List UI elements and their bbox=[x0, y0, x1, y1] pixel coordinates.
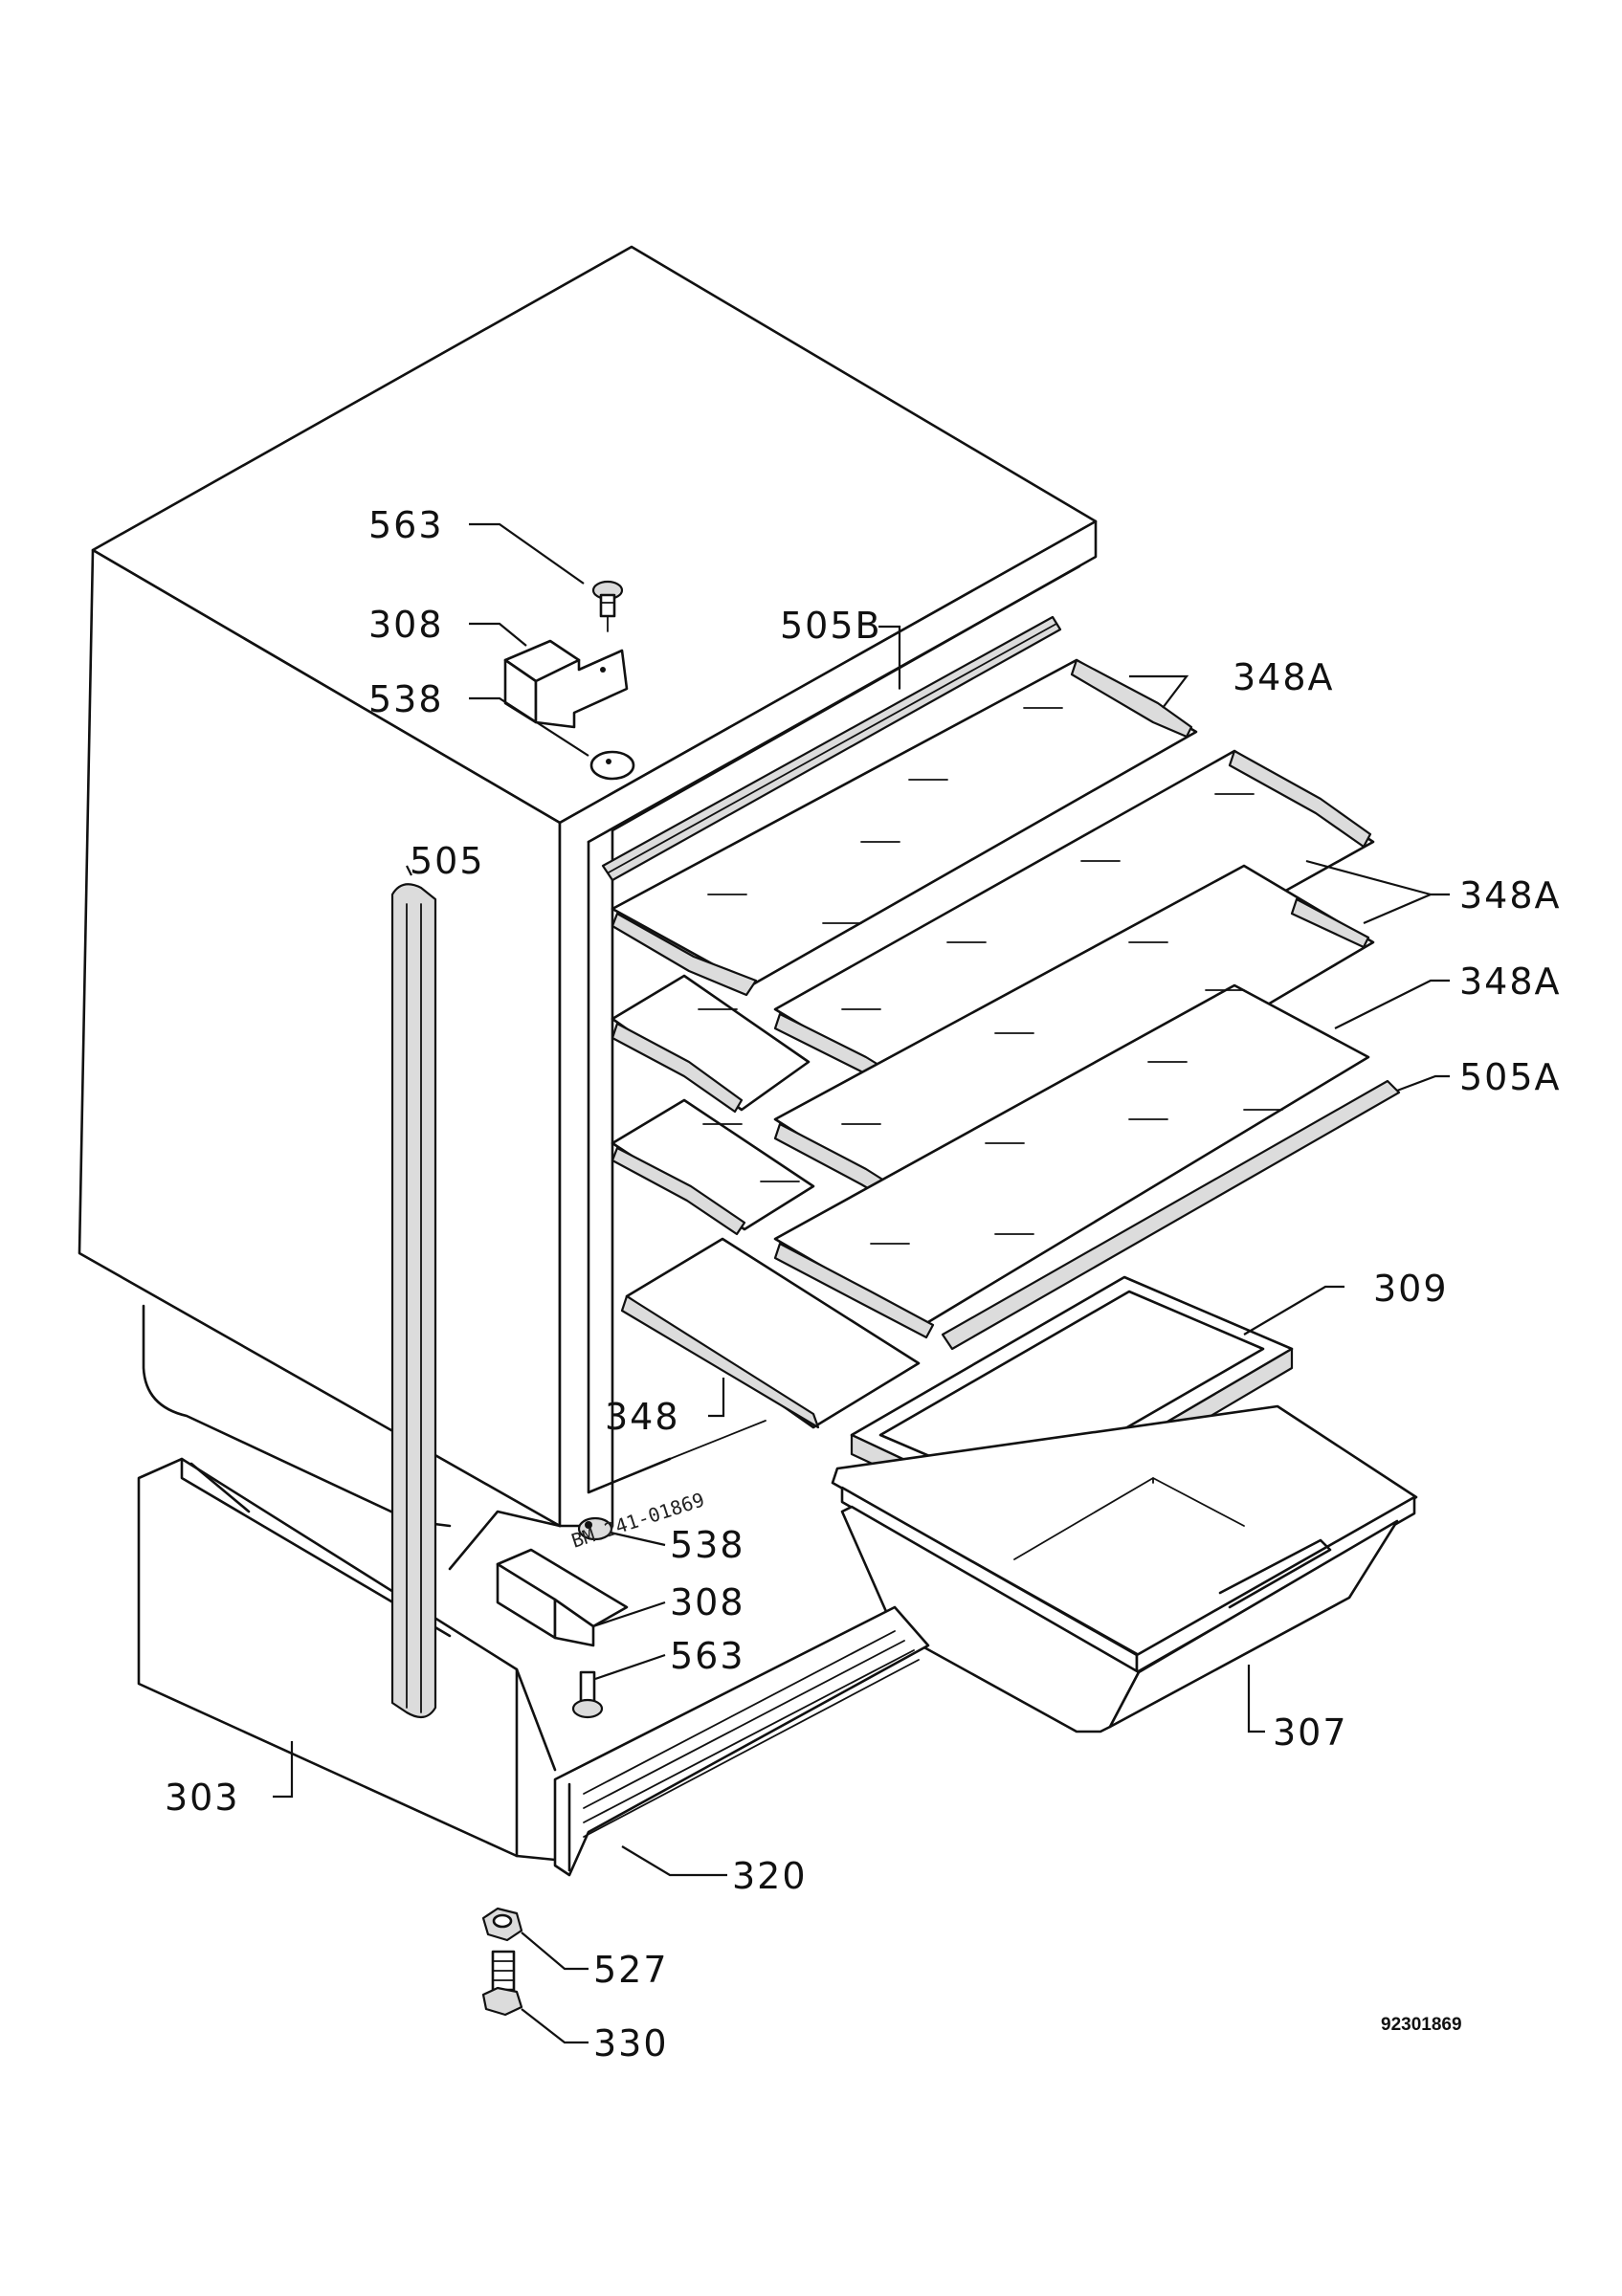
bushing-top bbox=[589, 750, 635, 781]
glass-shelves bbox=[611, 658, 1401, 1429]
screw-bottom bbox=[571, 1670, 604, 1719]
label-307: 307 bbox=[1273, 1711, 1348, 1754]
label-330: 330 bbox=[593, 2022, 669, 2064]
bushing-bottom bbox=[577, 1516, 613, 1541]
label-348: 348 bbox=[605, 1396, 680, 1438]
leader-lines bbox=[273, 522, 1450, 2044]
label-348a-2: 348A bbox=[1459, 874, 1562, 916]
hinge-top bbox=[503, 639, 629, 729]
document-number: 92301869 bbox=[1381, 2015, 1462, 2035]
label-505a: 505A bbox=[1459, 1056, 1562, 1098]
leveling-foot-nut bbox=[481, 1907, 523, 1942]
label-348a-3: 348A bbox=[1459, 960, 1562, 1003]
label-320: 320 bbox=[732, 1855, 808, 1897]
label-505: 505 bbox=[410, 840, 485, 882]
base-plinth bbox=[137, 1457, 567, 1863]
label-563-bottom: 563 bbox=[670, 1635, 745, 1677]
cabinet-body bbox=[78, 245, 1098, 1571]
label-538-bottom: 538 bbox=[670, 1524, 745, 1566]
label-527: 527 bbox=[593, 1949, 669, 1991]
label-348a-1: 348A bbox=[1233, 656, 1335, 698]
label-308-top: 308 bbox=[368, 604, 444, 646]
screw-top bbox=[591, 580, 624, 632]
label-303: 303 bbox=[165, 1777, 240, 1819]
label-308-bottom: 308 bbox=[670, 1581, 745, 1623]
label-309: 309 bbox=[1373, 1268, 1449, 1310]
label-505b: 505B bbox=[780, 605, 882, 647]
kickplate-grille bbox=[553, 1605, 930, 1877]
top-rail bbox=[601, 615, 1062, 882]
hinge-bottom bbox=[496, 1548, 629, 1647]
part-labels: 563 308 538 505B 348A 505 348A 348A 505A… bbox=[165, 504, 1562, 2064]
door-seal-strip bbox=[390, 883, 437, 1719]
crisper-drawer bbox=[831, 1404, 1418, 1733]
label-563-top: 563 bbox=[368, 504, 444, 546]
label-538-top: 538 bbox=[368, 678, 444, 720]
leveling-foot-screw bbox=[481, 1950, 523, 2017]
